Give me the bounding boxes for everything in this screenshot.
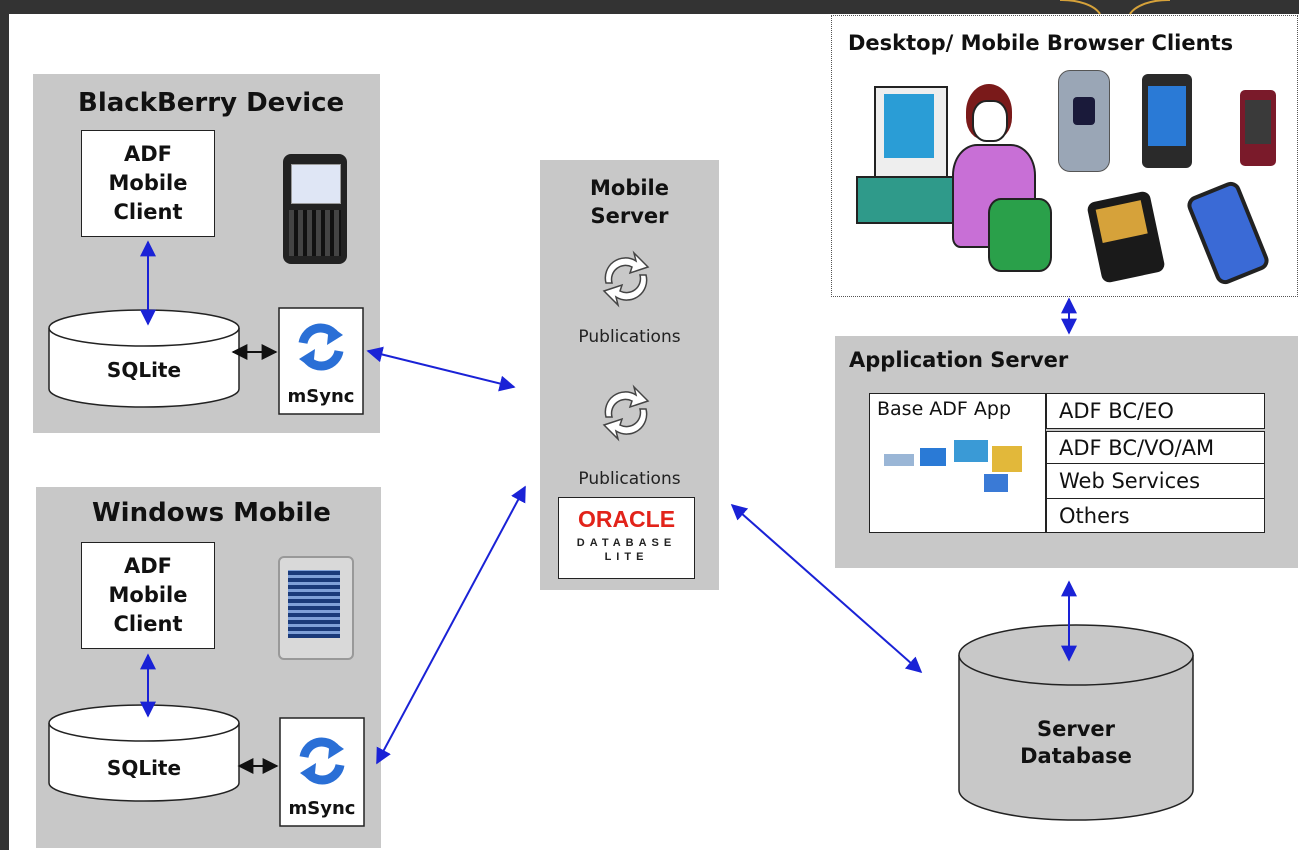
- windows-sqlite-cylinder: [48, 704, 240, 802]
- blackberry-title: BlackBerry Device: [78, 88, 345, 118]
- touch-phone-image-2: [1240, 90, 1276, 166]
- windows-msync-box: [279, 717, 365, 827]
- mobile-server-title: Mobile Server: [590, 176, 669, 228]
- header-decoration: [1060, 0, 1170, 15]
- application-server-title: Application Server: [849, 348, 1069, 372]
- windows-msync-label: mSync: [288, 798, 356, 819]
- browser-clients-title: Desktop/ Mobile Browser Clients: [848, 31, 1234, 55]
- oracle-lite-text: LITE: [604, 551, 649, 563]
- windows-sqlite-label: SQLite: [106, 756, 182, 780]
- publications-label-2: Publications: [578, 469, 681, 489]
- server-database-arrow: [730, 503, 923, 674]
- publication-cycle-icon-1: [602, 250, 650, 308]
- windows-sync-icon: [299, 737, 345, 785]
- windows-phone-image: [278, 556, 354, 660]
- oracle-database-lite-logo: ORACLE DATABASE LITE: [558, 497, 695, 579]
- touch-phone-image-1: [1142, 74, 1192, 168]
- blackberry-adf-client: ADF Mobile Client: [81, 130, 215, 237]
- publication-cycle-icon-2: [602, 384, 650, 442]
- blackberry-server-arrow: [366, 346, 516, 392]
- server-database-label: Server Database: [1020, 717, 1132, 768]
- blackberry-phone-image: [283, 154, 347, 264]
- publications-label-1: Publications: [578, 327, 681, 347]
- blackberry-msync-label: mSync: [287, 386, 355, 407]
- adf-flow-diagram-image: [884, 436, 1030, 496]
- base-adf-app-label: Base ADF App: [877, 398, 1012, 420]
- oracle-wordmark: ORACLE: [577, 506, 676, 532]
- windows-adf-client: ADF Mobile Client: [81, 542, 215, 649]
- blackberry-sync-icon: [298, 323, 344, 371]
- app-server-row-4: Others: [1046, 498, 1265, 533]
- blackberry-sqlite-label: SQLite: [106, 358, 182, 382]
- app-server-row-1: ADF BC/EO: [1046, 393, 1265, 429]
- flip-phone-image: [1058, 70, 1110, 172]
- desktop-user-illustration: [852, 80, 1052, 272]
- windows-title: Windows Mobile: [92, 498, 331, 528]
- windows-server-arrow: [376, 485, 526, 765]
- server-database-cylinder: [958, 624, 1194, 821]
- blackberry-sqlite-cylinder: [48, 309, 240, 408]
- oracle-database-text: DATABASE: [576, 537, 677, 549]
